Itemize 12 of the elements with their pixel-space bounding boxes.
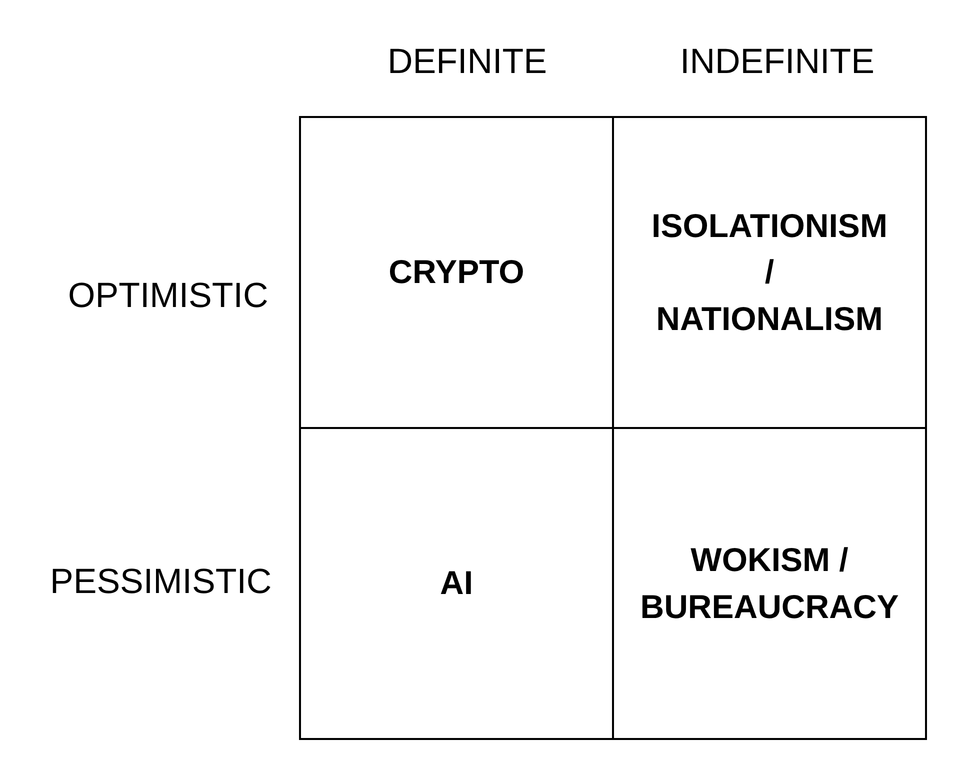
row-header: PESSIMISTIC [50, 562, 272, 602]
quadrant-label: CRYPTO [388, 252, 524, 292]
quadrant-label: AI [440, 563, 473, 604]
row-header: OPTIMISTIC [68, 276, 268, 316]
column-header: DEFINITE [388, 42, 547, 82]
quadrant-label: ISOLATIONISM / NATIONALISM [652, 206, 888, 339]
quadrant-label: WOKISM / BUREAUCRACY [640, 540, 899, 626]
quadrant-cell [612, 427, 927, 740]
column-header: INDEFINITE [680, 42, 874, 82]
quadrant-cell [299, 116, 614, 429]
quadrant-cell [299, 427, 614, 740]
quadrant-cell [612, 116, 927, 429]
